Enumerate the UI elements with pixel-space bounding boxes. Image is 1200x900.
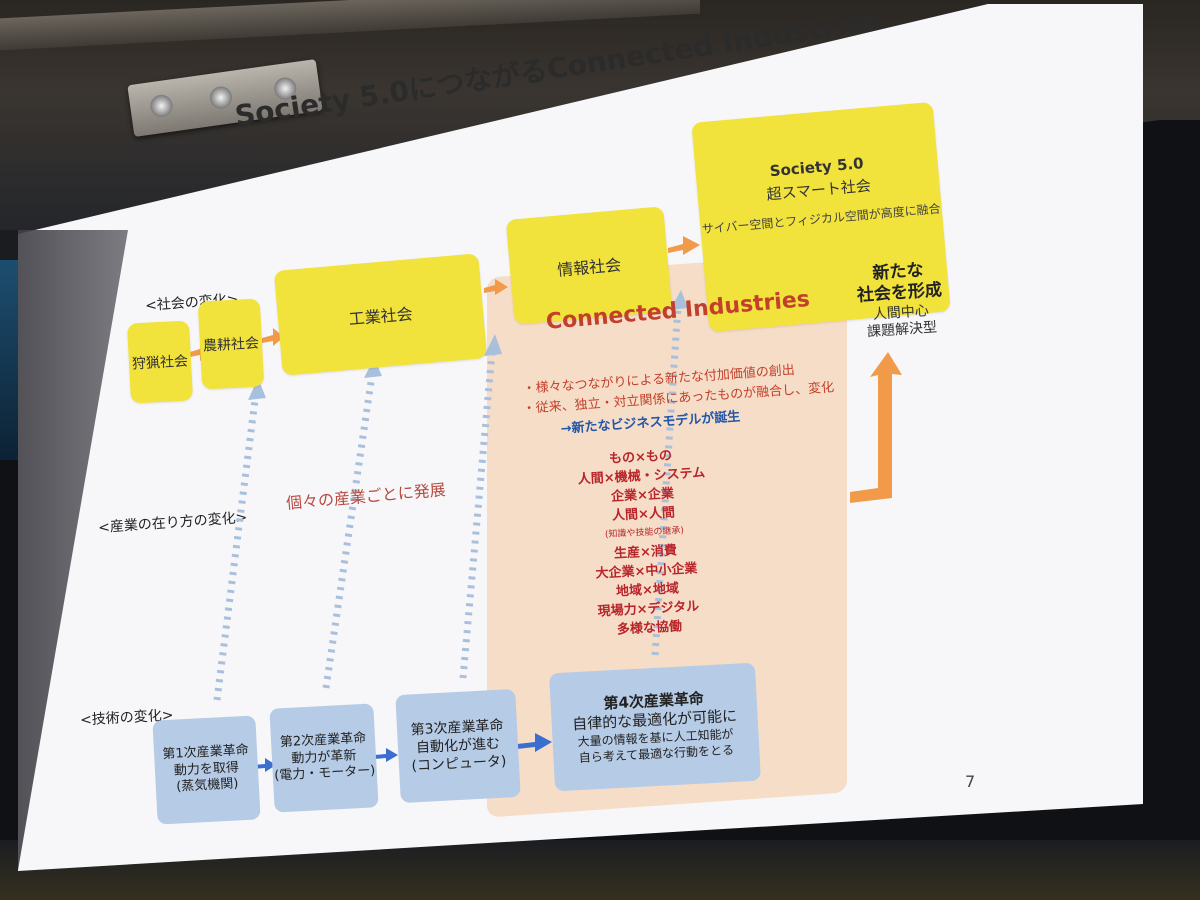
- revolution-line: (コンピュータ): [411, 753, 507, 775]
- arrow-up-icon: [364, 358, 382, 378]
- society-label: 工業社会: [347, 303, 414, 329]
- society-label: 狩猟社会: [131, 353, 189, 373]
- society-box-agrarian: 農耕社会: [197, 298, 265, 390]
- revolution-line: (蒸気機関): [175, 776, 239, 796]
- society-label: 情報社会: [556, 254, 622, 280]
- society-5-description: サイバー空間とフィジカル空間が高度に融合: [701, 201, 942, 237]
- dotted-arrow-line: [459, 351, 496, 679]
- society-label: 農耕社会: [202, 335, 260, 355]
- revolution-box-4: 第4次産業革命 自律的な最適化が可能に 大量の情報を基に人工知能が 自ら考えて最…: [549, 662, 761, 792]
- revolution-line: (電力・モーター): [273, 763, 376, 785]
- arrow-up-turn-icon: [850, 352, 902, 503]
- society-box-hunting: 狩猟社会: [126, 320, 194, 404]
- society-box-industrial: 工業社会: [273, 253, 488, 376]
- revolution-box-1: 第1次産業革命 動力を取得 (蒸気機関): [152, 715, 261, 825]
- arrow-up-icon: [670, 290, 688, 310]
- dotted-arrows: [213, 304, 682, 701]
- page-number: 7: [965, 772, 976, 791]
- revolution-box-2: 第2次産業革命 動力が革新 (電力・モーター): [269, 703, 379, 813]
- dotted-arrow-line: [322, 374, 376, 689]
- arrow-right-icon: [517, 733, 552, 752]
- new-society-block: 新たな 社会を形成 人間中心 課題解決型: [849, 259, 950, 343]
- arrow-right-icon: [668, 236, 700, 255]
- dotted-arrow-line: [213, 399, 259, 701]
- arrow-right-icon: [484, 279, 508, 295]
- revolution-box-3: 第3次産業革命 自動化が進む (コンピュータ): [395, 688, 521, 804]
- arrow-up-icon: [484, 334, 502, 356]
- arrow-right-icon: [374, 748, 398, 762]
- ci-pairs-list: もの×もの 人間×機械・システム 企業×企業 人間×人間 (知識や技能の継承) …: [565, 444, 725, 642]
- arrow-right-icon: [253, 758, 276, 772]
- arrow-up-icon: [248, 378, 266, 400]
